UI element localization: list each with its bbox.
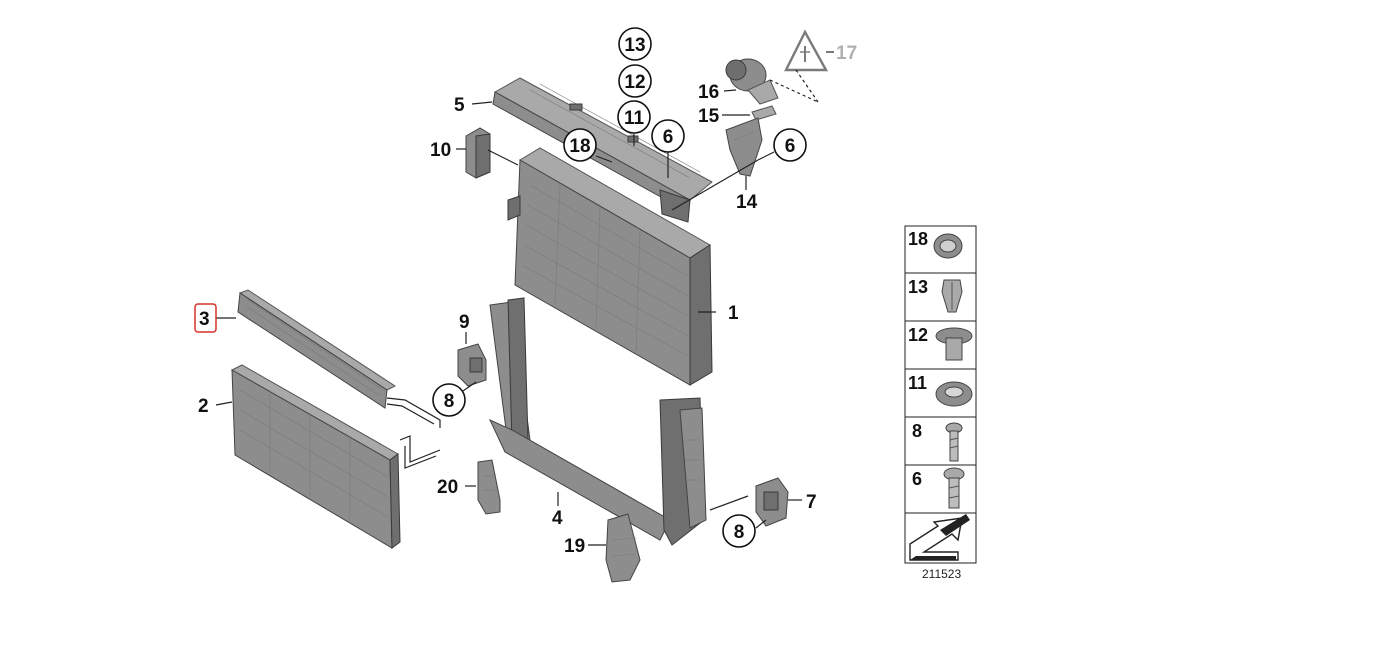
- part-1-radiator[interactable]: [507, 147, 713, 386]
- callout-8b: 8: [722, 514, 756, 548]
- callout-3[interactable]: 3: [199, 309, 210, 330]
- callout-19: 19: [564, 536, 585, 557]
- svg-text:6: 6: [785, 136, 796, 157]
- callout-4: 4: [552, 508, 563, 529]
- callout-14: 14: [736, 192, 758, 213]
- side-item-label: 8: [912, 421, 922, 441]
- svg-text:18: 18: [569, 136, 590, 157]
- callout-9: 9: [459, 312, 470, 333]
- part-3-condenser[interactable]: [237, 289, 441, 428]
- part-16-pump[interactable]: [725, 58, 779, 105]
- leader-lines: [215, 51, 834, 546]
- callout-12: 12: [618, 64, 652, 98]
- svg-text:8: 8: [734, 522, 745, 543]
- part-11-washer-icon: [935, 381, 973, 407]
- side-item-label: 18: [908, 229, 928, 249]
- callout-8a: 8: [432, 383, 466, 417]
- part-15-clip[interactable]: [751, 105, 777, 121]
- direction-arrow-icon: [909, 514, 970, 561]
- callout-10: 10: [430, 140, 451, 161]
- callout-17: 17: [836, 43, 857, 64]
- callout-15: 15: [698, 106, 720, 127]
- part-4-frame[interactable]: [488, 297, 707, 546]
- part-6-bolt-icon: [943, 467, 965, 509]
- callout-5: 5: [454, 95, 465, 116]
- part-8-screw-icon: [945, 422, 963, 462]
- warning-triangle-icon: [784, 29, 829, 72]
- part-10-bracket[interactable]: [465, 127, 491, 179]
- callout-11: 11: [617, 100, 651, 134]
- svg-text:12: 12: [624, 72, 645, 93]
- callout-20: 20: [437, 477, 458, 498]
- svg-text:6: 6: [663, 127, 674, 148]
- callout-18: 18: [563, 128, 597, 162]
- side-item-label: 12: [908, 325, 928, 345]
- callout-1: 1: [728, 303, 739, 324]
- callout-13: 13: [618, 27, 652, 61]
- svg-text:13: 13: [624, 35, 645, 56]
- part-13-clip-icon: [941, 279, 963, 313]
- callout-2: 2: [198, 396, 209, 417]
- small-parts-panel: 18 13 12 11 8 6: [904, 225, 977, 564]
- svg-text:8: 8: [444, 391, 455, 412]
- side-item-label: 13: [908, 277, 928, 297]
- side-item-label: 6: [912, 469, 922, 489]
- part-18-ring-icon: [933, 233, 963, 259]
- part-12-grommet-icon: [935, 327, 973, 361]
- callout-7: 7: [806, 492, 817, 513]
- part-20-bracket[interactable]: [477, 459, 501, 515]
- diagram-id: 211523: [922, 567, 961, 581]
- callout-16: 16: [698, 82, 719, 103]
- svg-text:11: 11: [624, 108, 645, 129]
- part-19-bracket[interactable]: [605, 513, 641, 583]
- callout-6b: 6: [773, 128, 807, 162]
- highlight-box: [194, 303, 217, 333]
- part-2-radiator[interactable]: [230, 364, 441, 549]
- part-14-bracket[interactable]: [725, 117, 763, 177]
- side-item-label: 11: [908, 373, 927, 393]
- part-7-mount[interactable]: [755, 477, 789, 527]
- part-9-mount[interactable]: [457, 343, 487, 387]
- callout-6a: 6: [651, 119, 685, 153]
